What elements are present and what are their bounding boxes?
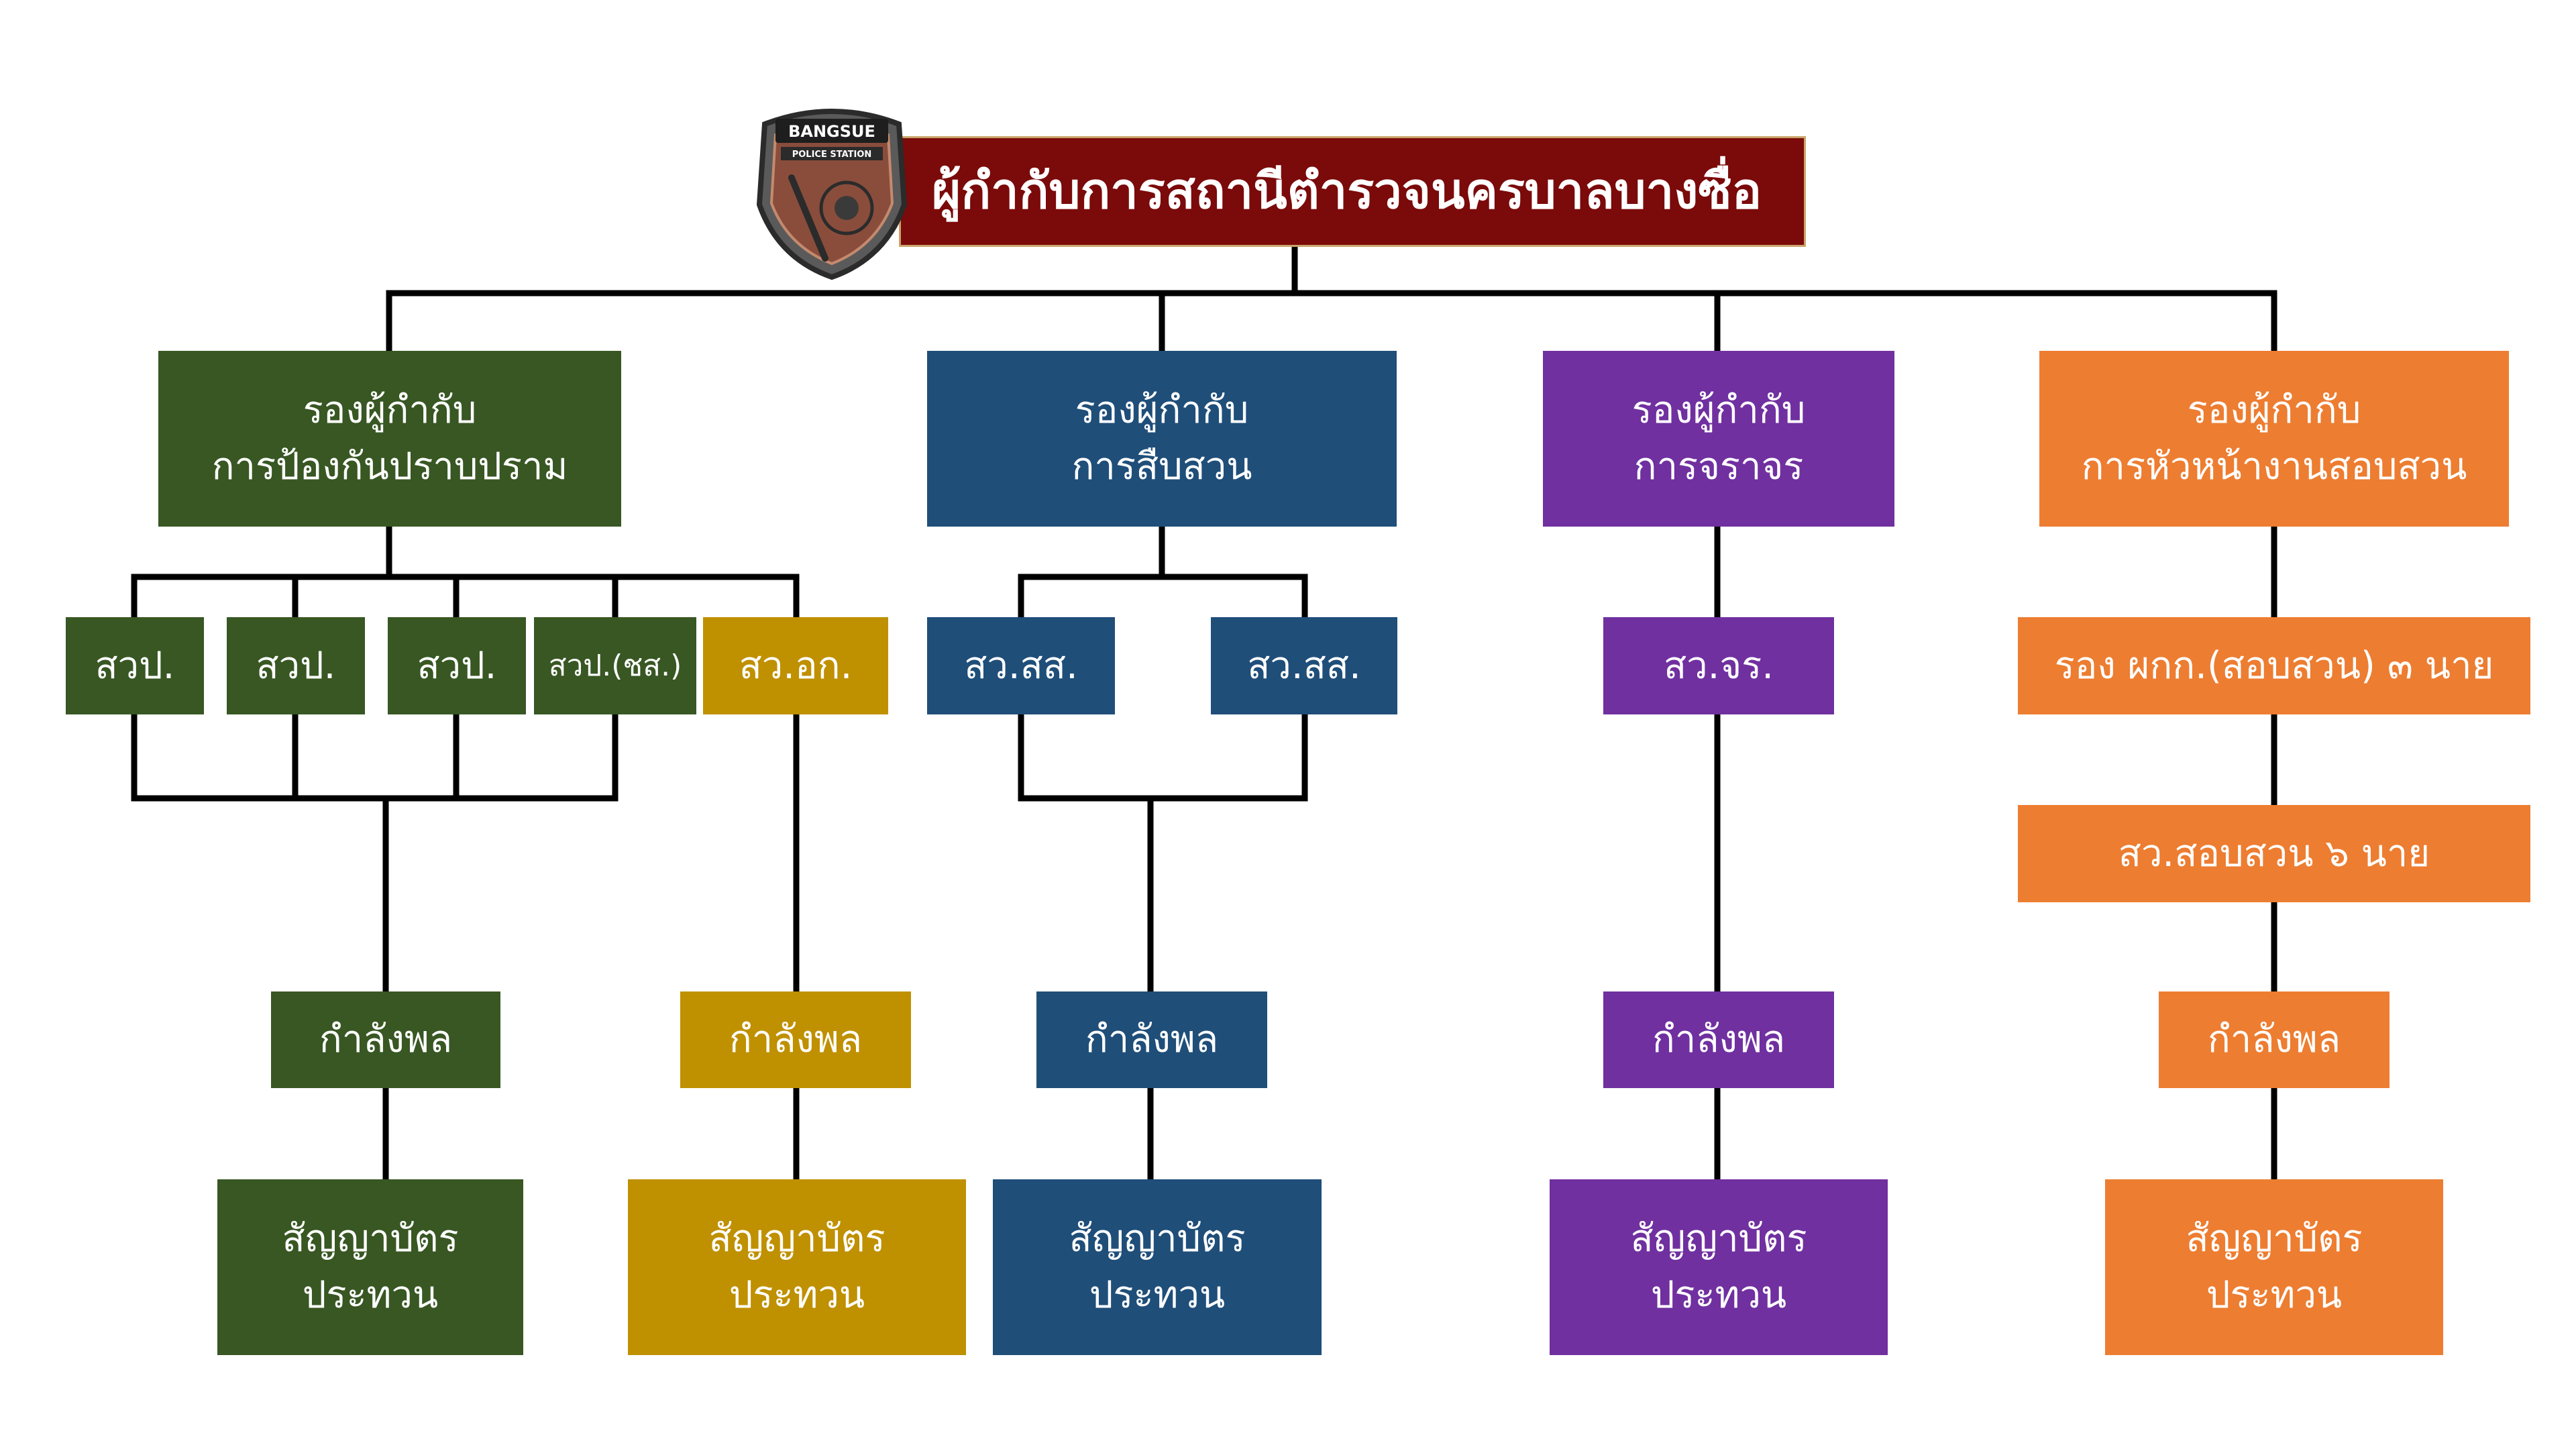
deputy-inquiry-line2: การหัวหน้างานสอบสวน	[2081, 445, 2467, 488]
force-investigation-box: กำลังพล	[1036, 991, 1267, 1088]
warrant-prevention-box: สัญญาบัตร ประทวน	[217, 1179, 523, 1355]
force-inquiry-box: กำลังพล	[2159, 991, 2390, 1088]
deputy-investigation-line2: การสืบสวน	[1071, 445, 1252, 488]
inspector-prevention-2-label: สวป.	[256, 643, 336, 688]
inspector-prevention-1-label: สวป.	[95, 643, 175, 688]
warrant-prevention-line1: สัญญาบัตร	[282, 1217, 459, 1260]
warrant-inquiry-line2: ประทวน	[2206, 1273, 2343, 1317]
inspector-inquiry-box: สว.สอบสวน ๖ นาย	[2018, 805, 2530, 902]
warrant-traffic-box: สัญญาบัตร ประทวน	[1550, 1179, 1888, 1355]
inspector-investigation-1: สว.สส.	[927, 617, 1115, 714]
deputy-prevention-line2: การป้องกันปราบปราม	[211, 445, 568, 488]
badge-band-text: POLICE STATION	[792, 150, 872, 160]
deputy-traffic-box: รองผู้กำกับ การจราจร	[1543, 351, 1894, 527]
deputy-inquiry-line1: รองผู้กำกับ	[2187, 388, 2361, 432]
warrant-inquiry-line1: สัญญาบัตร	[2186, 1217, 2363, 1260]
force-traffic-label: กำลังพล	[1652, 1018, 1786, 1061]
warrant-investigation-line2: ประทวน	[1089, 1273, 1226, 1317]
inspector-investigation-1-label: สว.สส.	[964, 643, 1078, 688]
force-inquiry-label: กำลังพล	[2207, 1018, 2341, 1061]
warrant-prevention-line2: ประทวน	[302, 1273, 439, 1317]
badge-top-text: BANGSUE	[788, 122, 875, 141]
deputy-inquiry-officers-label: รอง ผกก.(สอบสวน) ๓ นาย	[2054, 643, 2494, 688]
inspector-admin-label: สว.อก.	[739, 643, 853, 688]
force-investigation-label: กำลังพล	[1085, 1018, 1219, 1061]
force-admin-label: กำลังพล	[729, 1018, 863, 1061]
inspector-prevention-3-label: สวป.	[417, 643, 497, 688]
inspector-inquiry-label: สว.สอบสวน ๖ นาย	[2118, 831, 2430, 875]
police-station-badge-icon: BANGSUE POLICE STATION	[756, 109, 908, 280]
force-prevention-label: กำลังพล	[319, 1018, 453, 1061]
deputy-inquiry-officers-box: รอง ผกก.(สอบสวน) ๓ นาย	[2018, 617, 2530, 714]
deputy-traffic-line1: รองผู้กำกับ	[1631, 388, 1806, 432]
deputy-prevention-box: รองผู้กำกับ การป้องกันปราบปราม	[158, 351, 621, 527]
warrant-admin-box: สัญญาบัตร ประทวน	[628, 1179, 966, 1355]
warrant-inquiry-box: สัญญาบัตร ประทวน	[2105, 1179, 2443, 1355]
inspector-admin-box: สว.อก.	[703, 617, 888, 714]
deputy-inquiry-box: รองผู้กำกับ การหัวหน้างานสอบสวน	[2039, 351, 2509, 527]
inspector-prevention-2: สวป.	[227, 617, 365, 714]
force-admin-box: กำลังพล	[680, 991, 911, 1088]
warrant-investigation-line1: สัญญาบัตร	[1069, 1217, 1246, 1260]
warrant-traffic-line2: ประทวน	[1650, 1273, 1787, 1317]
inspector-prevention-4-label: สวป.(ชส.)	[548, 648, 682, 683]
warrant-traffic-line1: สัญญาบัตร	[1630, 1217, 1807, 1260]
force-prevention-box: กำลังพล	[271, 991, 500, 1088]
deputy-investigation-box: รองผู้กำกับ การสืบสวน	[927, 351, 1397, 527]
warrant-investigation-box: สัญญาบัตร ประทวน	[993, 1179, 1322, 1355]
deputy-investigation-line1: รองผู้กำกับ	[1075, 388, 1249, 432]
deputy-traffic-line2: การจราจร	[1633, 445, 1804, 488]
inspector-traffic-label: สว.จร.	[1663, 643, 1774, 688]
inspector-prevention-1: สวป.	[66, 617, 204, 714]
deputy-prevention-line1: รองผู้กำกับ	[303, 388, 477, 432]
top-commander-box: ผู้กำกับการสถานีตำรวจนครบาลบางซื่อ	[899, 136, 1806, 247]
force-traffic-box: กำลังพล	[1603, 991, 1834, 1088]
inspector-investigation-2: สว.สส.	[1211, 617, 1397, 714]
inspector-traffic-box: สว.จร.	[1603, 617, 1834, 714]
top-commander-label: ผู้กำกับการสถานีตำรวจนครบาลบางซื่อ	[932, 162, 1762, 220]
warrant-admin-line2: ประทวน	[729, 1273, 865, 1317]
inspector-prevention-3: สวป.	[388, 617, 526, 714]
warrant-admin-line1: สัญญาบัตร	[708, 1217, 885, 1260]
inspector-prevention-4: สวป.(ชส.)	[534, 617, 696, 714]
inspector-investigation-2-label: สว.สส.	[1247, 643, 1361, 688]
